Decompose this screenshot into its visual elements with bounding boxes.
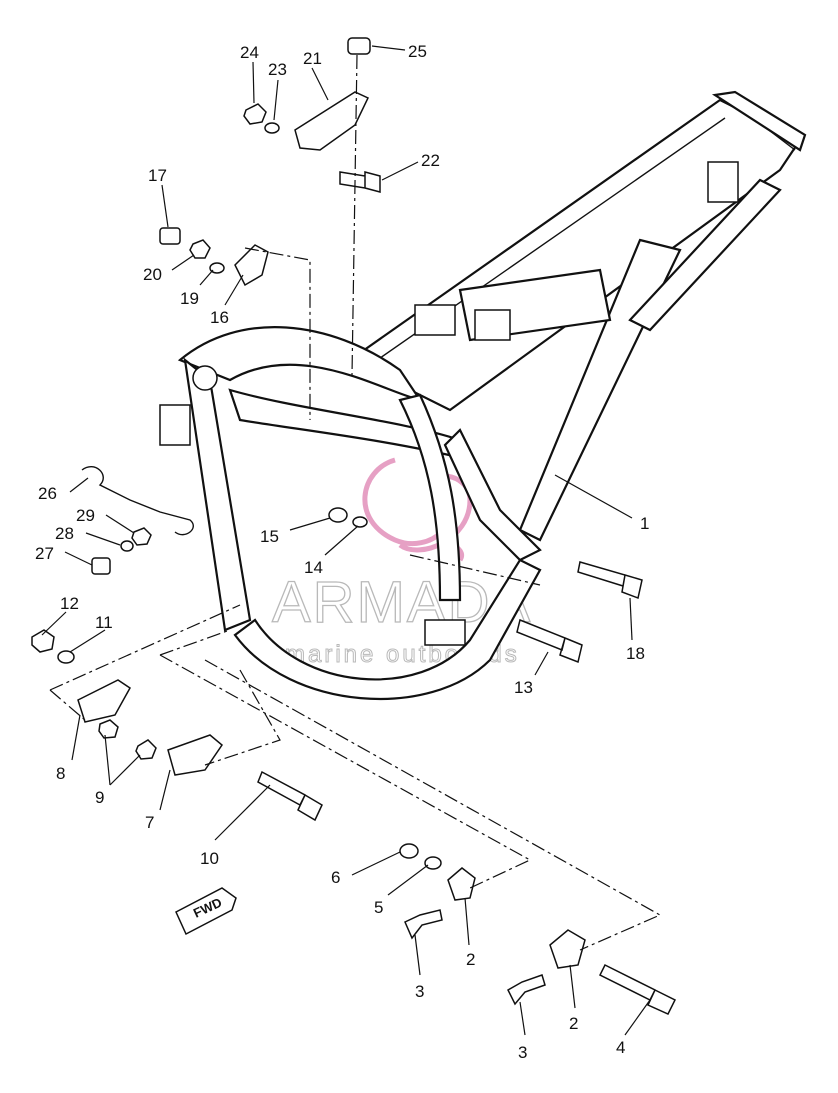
nut-20 bbox=[189, 239, 211, 259]
loose-parts bbox=[31, 37, 677, 1015]
callout-4: 4 bbox=[616, 1038, 625, 1057]
callout-21: 21 bbox=[303, 49, 322, 68]
bracket-16 bbox=[234, 244, 269, 287]
mount-2a bbox=[447, 867, 476, 901]
bracket-7 bbox=[167, 734, 224, 776]
callout-8: 8 bbox=[56, 764, 65, 783]
callout-19: 19 bbox=[180, 289, 199, 308]
nut-9a bbox=[98, 719, 119, 739]
bolt-13 bbox=[516, 618, 583, 664]
bracket-21 bbox=[294, 91, 370, 151]
fwd-arrow: FWD bbox=[175, 887, 237, 936]
callout-5: 5 bbox=[374, 898, 383, 917]
washer-14 bbox=[352, 516, 368, 528]
callout-23: 23 bbox=[268, 60, 287, 79]
callout-27: 27 bbox=[35, 544, 54, 563]
callout-7: 7 bbox=[145, 813, 154, 832]
callout-12: 12 bbox=[60, 594, 79, 613]
bolt-3a bbox=[404, 909, 443, 940]
watermark: ARMADA marine outboards bbox=[271, 438, 531, 669]
washer-28 bbox=[120, 540, 134, 552]
bolt-27 bbox=[91, 557, 111, 575]
callout-11: 11 bbox=[95, 613, 113, 632]
bolt-18 bbox=[577, 561, 643, 600]
callout-14: 14 bbox=[304, 558, 323, 577]
callout-26: 26 bbox=[38, 484, 57, 503]
callout-24: 24 bbox=[240, 43, 259, 62]
washer-5 bbox=[424, 856, 442, 870]
washer-19 bbox=[209, 262, 225, 274]
nut-29 bbox=[131, 527, 152, 546]
nut-24 bbox=[243, 103, 267, 125]
callout-17: 17 bbox=[148, 166, 167, 185]
bolt-3b bbox=[507, 974, 546, 1006]
leader-lines bbox=[41, 45, 651, 1036]
callout-6: 6 bbox=[331, 868, 340, 887]
assembly-lines bbox=[49, 54, 662, 951]
callout-25: 25 bbox=[408, 42, 427, 61]
nut-6 bbox=[399, 843, 419, 859]
callout-22: 22 bbox=[421, 151, 440, 170]
callout-3b: 3 bbox=[518, 1043, 527, 1062]
mount-2b bbox=[549, 929, 586, 969]
callout-20: 20 bbox=[143, 265, 162, 284]
bolt-22 bbox=[339, 171, 381, 193]
bolt-10 bbox=[257, 770, 323, 822]
callout-16: 16 bbox=[210, 308, 229, 327]
callout-2b: 2 bbox=[569, 1014, 578, 1033]
callout-2a: 2 bbox=[466, 950, 475, 969]
nut-9b bbox=[135, 739, 157, 760]
nut-15 bbox=[328, 507, 348, 523]
callout-29: 29 bbox=[76, 506, 95, 525]
callout-15: 15 bbox=[260, 527, 279, 546]
washer-11 bbox=[57, 650, 75, 664]
callout-10: 10 bbox=[200, 849, 219, 868]
callout-28: 28 bbox=[55, 524, 74, 543]
callout-18: 18 bbox=[626, 644, 645, 663]
washer-23 bbox=[264, 122, 280, 134]
callout-1: 1 bbox=[640, 514, 649, 533]
main-frame bbox=[159, 90, 807, 701]
callout-9: 9 bbox=[95, 788, 104, 807]
bracket-8 bbox=[77, 679, 131, 723]
callout-3a: 3 bbox=[415, 982, 424, 1001]
nut-12 bbox=[31, 629, 55, 653]
bolt-4 bbox=[598, 963, 677, 1015]
callout-13: 13 bbox=[514, 678, 533, 697]
cap-bolt-25 bbox=[347, 37, 371, 55]
spring-26 bbox=[81, 466, 194, 536]
bolt-17 bbox=[159, 227, 181, 245]
callout-labels: 1 2 2 3 3 4 5 6 7 8 9 10 11 12 13 14 15 … bbox=[35, 42, 649, 1062]
